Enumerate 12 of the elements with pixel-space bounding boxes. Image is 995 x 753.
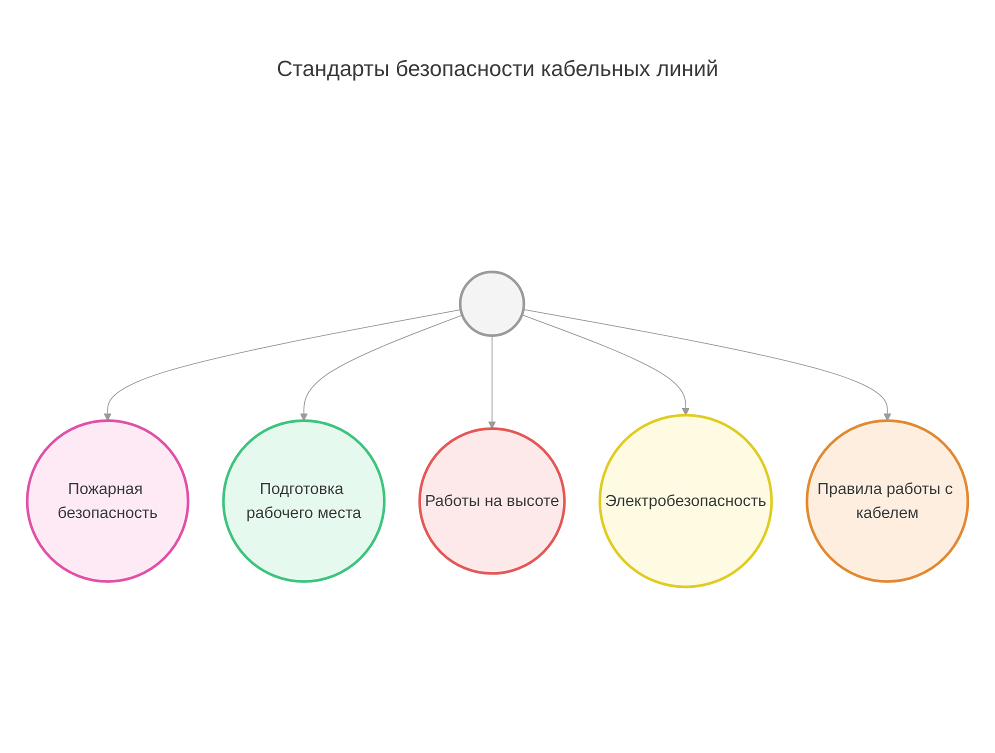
- node-circle: Работы на высоте: [418, 427, 566, 575]
- arrow: [300, 314, 463, 421]
- node-circle: Подготовка рабочего места: [222, 419, 386, 583]
- arrow: [521, 314, 690, 416]
- arrow: [522, 309, 892, 421]
- diagram-title: Стандарты безопасности кабельных линий: [276, 56, 718, 82]
- node-circle: Пожарная безопасность: [26, 419, 190, 583]
- arrow: [104, 309, 462, 421]
- node-circle: Электробезопасность: [598, 414, 773, 588]
- node-circle: [458, 270, 526, 337]
- arrow: [488, 335, 496, 429]
- node-circle: Правила работы с кабелем: [806, 419, 970, 583]
